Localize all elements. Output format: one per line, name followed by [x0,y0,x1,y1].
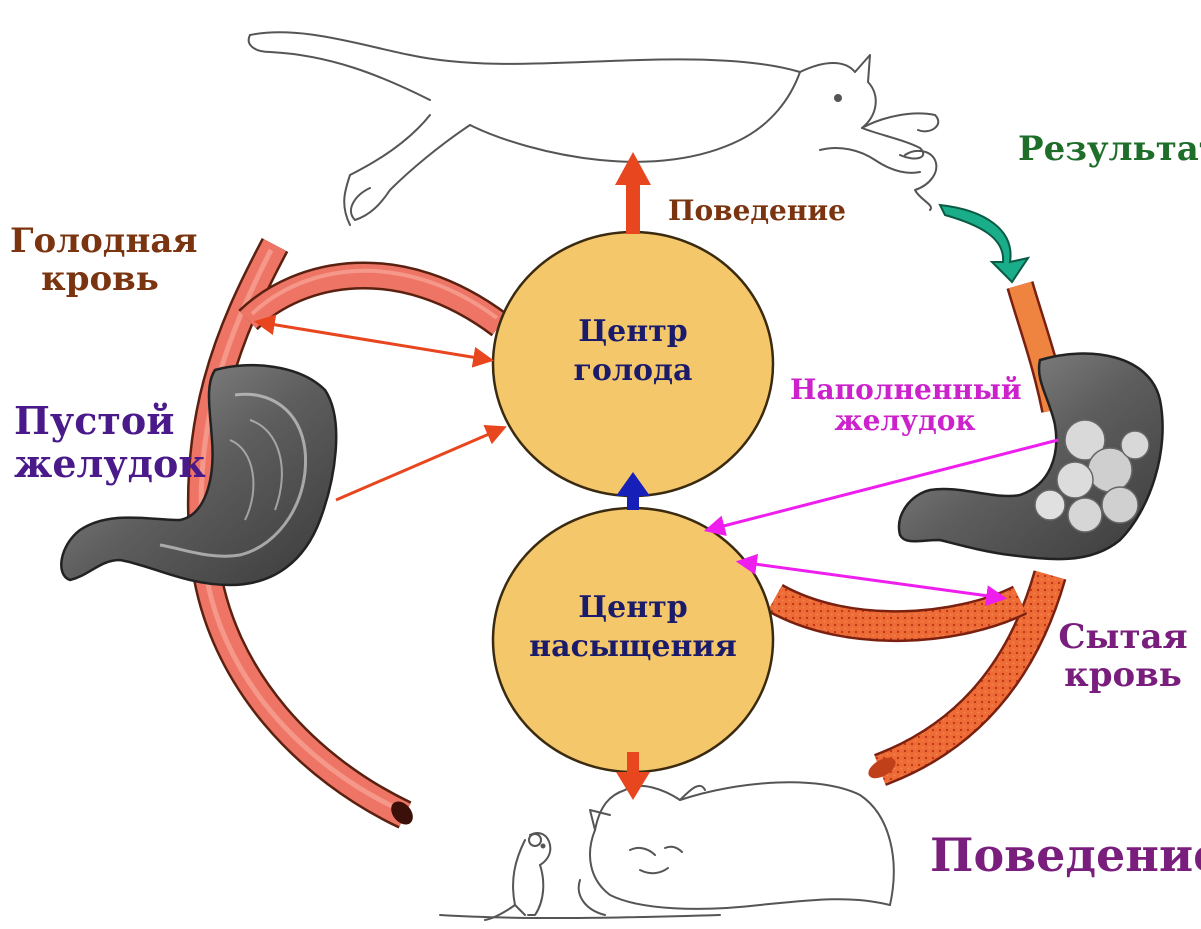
full-stomach-label: Наполненный желудок [790,374,1020,437]
hunger-center-line2: голода [533,351,733,390]
result-arrow [940,205,1028,282]
hungry-blood-line2: кровь [10,260,190,298]
empty-stomach-arrow [336,428,503,500]
hungry-blood-line1: Голодная [10,222,190,260]
full-stomach-line1: Наполненный [790,374,1020,405]
full-stomach-line2: желудок [790,405,1020,436]
behavior-top-label: Поведение [668,195,846,226]
empty-stomach-line1: Пустой [14,400,174,443]
hungry-blood-label: Голодная кровь [10,222,190,298]
satiety-center-label: Центр насыщения [513,588,753,666]
satiety-center-line2: насыщения [513,627,753,666]
behavior-bottom-label: Поведение [930,830,1201,882]
empty-stomach-label: Пустой желудок [14,400,174,485]
sated-blood-line2: кровь [1058,656,1188,694]
sleeping-cat-illustration [440,782,894,918]
hunger-center-line1: Центр [533,312,733,351]
empty-stomach-line2: желудок [14,443,174,486]
sated-blood-line1: Сытая [1058,618,1188,656]
satiety-center-line1: Центр [513,588,753,627]
behavior-up-arrow [615,152,651,234]
hunger-center-label: Центр голода [533,312,733,390]
mouse-illustration [485,833,550,920]
sated-blood-label: Сытая кровь [1058,618,1188,694]
result-label: Результат [1018,130,1201,168]
hungry-blood-arrow [258,322,490,360]
